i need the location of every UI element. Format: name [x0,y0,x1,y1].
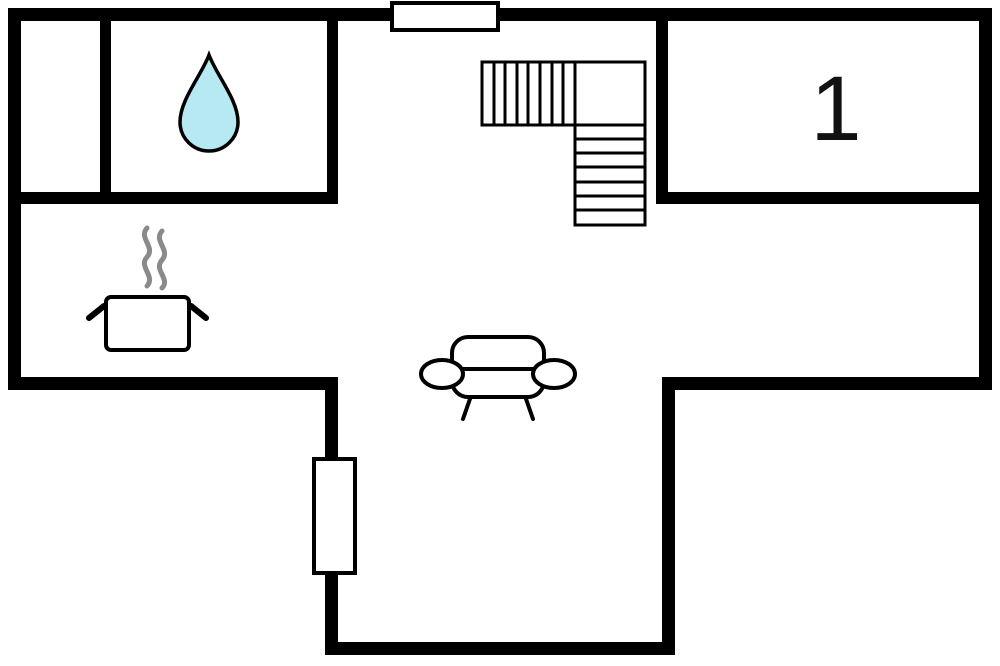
sofa-leg-left [461,394,473,421]
pot-handle-right [188,303,209,321]
steam-line-right [156,228,168,291]
wall-bottom-left-horizontal [8,377,338,390]
stairs-lower-treads [575,123,645,212]
sofa-armrest-left [419,358,465,390]
stairs-upper-treads [492,62,577,125]
sofa-leg-right [523,394,535,421]
steam-line-left [141,225,153,289]
walls [8,8,992,655]
wall-lower-right-vertical [662,377,675,655]
wall-topleft-room-right [327,8,338,204]
wall-bedroom-left [656,8,668,204]
door-marker [390,1,500,32]
wall-lower-bottom [325,642,675,655]
stairs-icon [480,60,647,227]
steam-icon [141,225,168,291]
wall-topleft-room-bottom [8,192,338,204]
pot-handle-left [86,303,107,321]
sofa-armrest-right [531,358,577,390]
cooking-pot-icon [86,295,209,352]
room-label-bedroom: 1 [810,58,861,160]
water-drop-shape [178,50,240,153]
stairs-outline [480,60,647,227]
sofa-icon [419,335,577,421]
window-marker [312,457,357,575]
wall-bedroom-bottom [656,192,992,204]
wall-bottom-right-horizontal [662,377,992,390]
water-drop-icon [178,50,240,153]
wall-topleft-room-divider [100,8,111,204]
pot-body [104,295,191,352]
